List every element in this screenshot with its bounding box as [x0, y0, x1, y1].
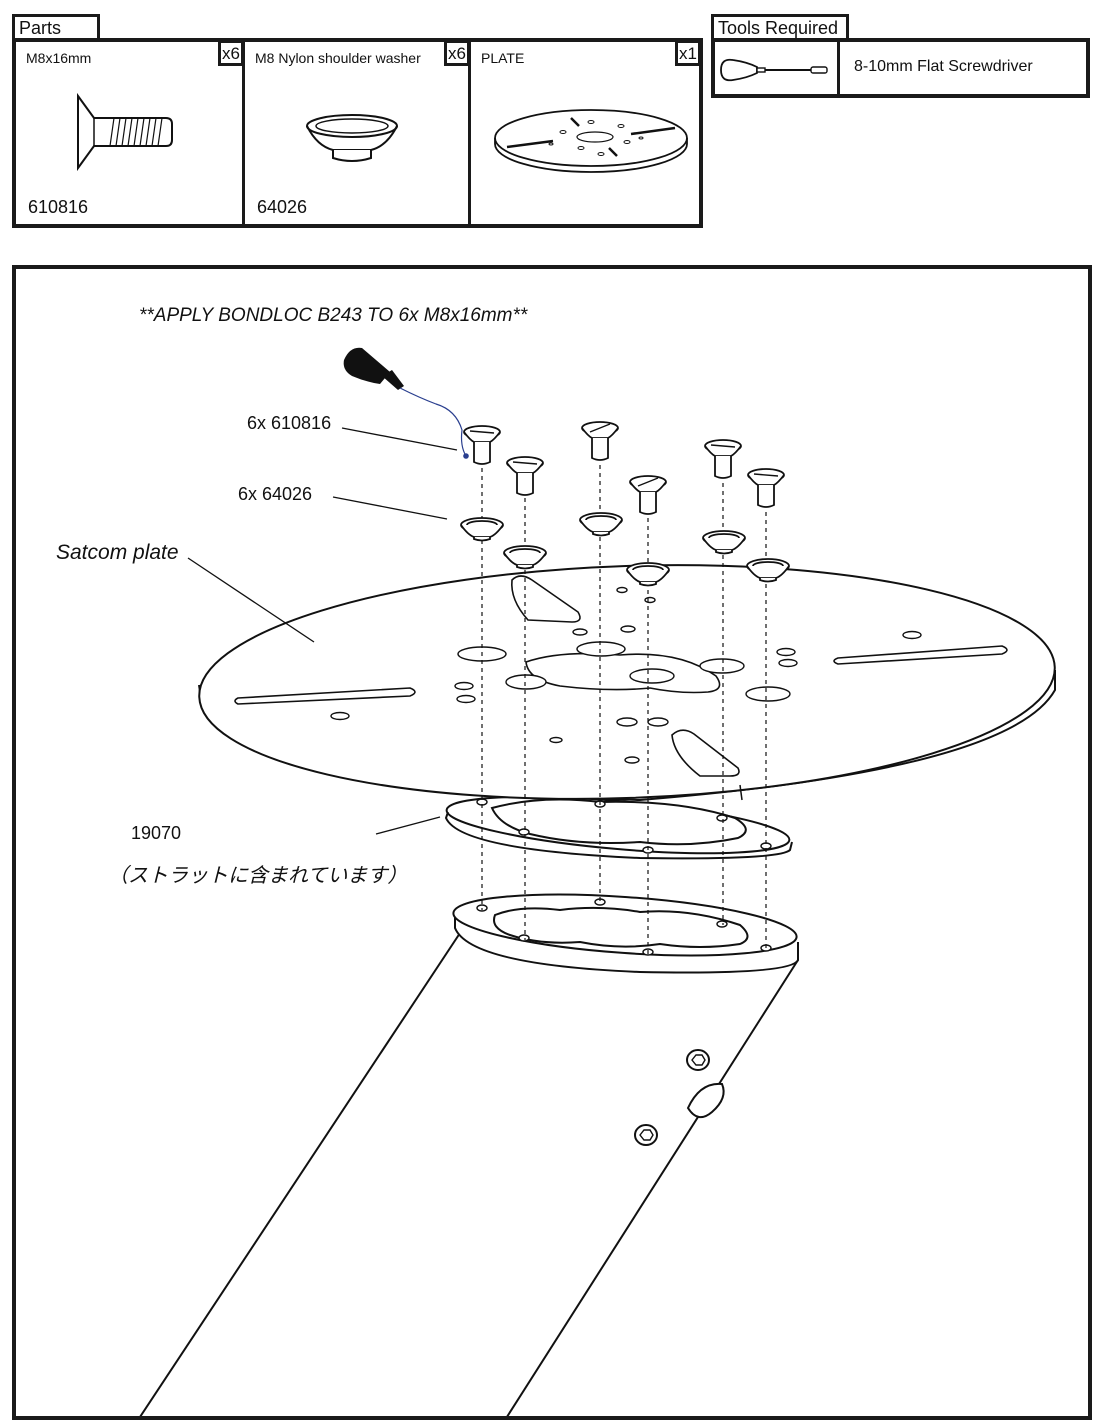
- tool-name: 8-10mm Flat Screwdriver: [854, 58, 1033, 75]
- threadlocker-bottle-icon: [343, 347, 469, 459]
- part-code: 64026: [257, 197, 308, 217]
- strut-flange: [452, 893, 799, 974]
- gasket-note-label: （ストラットに含まれています）: [108, 863, 408, 887]
- plate-label: Satcom plate: [56, 541, 179, 564]
- part-name: M8x16mm: [26, 50, 92, 66]
- screws-label: 6x 610816: [247, 413, 332, 433]
- parts-list-title: Parts List: [12, 14, 100, 60]
- gasket-19070: [444, 795, 793, 860]
- plate-icon: [494, 109, 688, 173]
- washers-label: 6x 64026: [238, 484, 313, 504]
- tools-title: Tools Required: [711, 14, 849, 40]
- part-cell-washer: M8 Nylon shoulder washer x6 64026: [245, 40, 471, 224]
- part-cell-screw: M8x16mm x6 610816: [16, 40, 245, 224]
- part-cell-plate: PLATE x1: [471, 40, 701, 224]
- part-qty: x1: [675, 40, 701, 66]
- tools-box: 8-10mm Flat Screwdriver: [711, 38, 1090, 98]
- countersunk-screws: [463, 421, 785, 515]
- flat-screwdriver-icon: [720, 58, 828, 82]
- gasket-code-label: 19070: [131, 823, 182, 843]
- shoulder-washer-icon: [306, 114, 398, 162]
- tool-icon-cell: [715, 42, 840, 94]
- countersunk-screw-icon: [77, 92, 173, 172]
- satcom-plate: [198, 564, 1056, 802]
- strut-tube: [139, 929, 799, 1416]
- threadlocker-note: **APPLY BONDLOC B243 TO 6x M8x16mm**: [139, 305, 528, 326]
- part-qty: x6: [218, 40, 244, 66]
- parts-list-box: M8x16mm x6 610816 M8 Nylon shoulder wash…: [12, 38, 703, 228]
- part-qty: x6: [444, 40, 470, 66]
- tool-name-cell: 8-10mm Flat Screwdriver: [840, 42, 1086, 94]
- shoulder-washers: [460, 512, 790, 587]
- alignment-lines: [481, 465, 767, 955]
- leader-lines: [187, 427, 458, 835]
- part-name: M8 Nylon shoulder washer: [255, 50, 421, 66]
- part-code: 610816: [28, 197, 89, 217]
- part-name: PLATE: [481, 50, 525, 66]
